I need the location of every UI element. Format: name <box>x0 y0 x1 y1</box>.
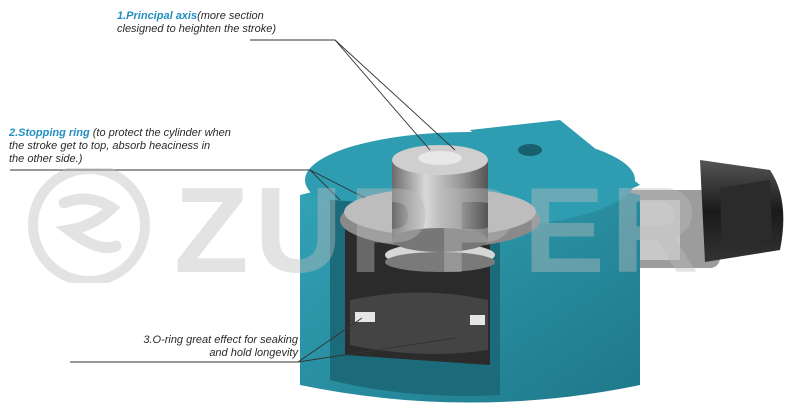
o-ring-line-1: 3.O-ring great effect for seaking <box>143 334 298 346</box>
zupper-logo-icon <box>28 168 150 283</box>
leader-lines <box>10 39 456 363</box>
principal-axis-piston <box>392 145 488 252</box>
stopping-ring-title: 2.Stopping ring <box>9 127 90 139</box>
stopping-ring-desc-1: (to protect the cylinder when <box>89 127 231 139</box>
zupper-wordmark: ZUPPER <box>174 168 705 283</box>
principal-axis-desc-1: (more section <box>197 10 264 22</box>
label-principal-axis: 1.Principal axis(more section clesigned … <box>117 10 357 36</box>
stopping-ring-desc-2: the stroke get to top, absorb heaciness … <box>9 140 211 152</box>
zupper-watermark: ZUPPER <box>28 168 705 283</box>
principal-axis-desc-2: clesigned to heighten the stroke) <box>117 23 276 35</box>
label-o-ring: 3.O-ring great effect for seaking and ho… <box>108 334 298 360</box>
o-ring-line-2: and hold longevity <box>209 347 298 359</box>
label-stopping-ring: 2.Stopping ring (to protect the cylinder… <box>9 127 309 166</box>
stopping-ring-desc-3: the other side.) <box>9 153 83 165</box>
principal-axis-title: 1.Principal axis <box>117 10 198 22</box>
